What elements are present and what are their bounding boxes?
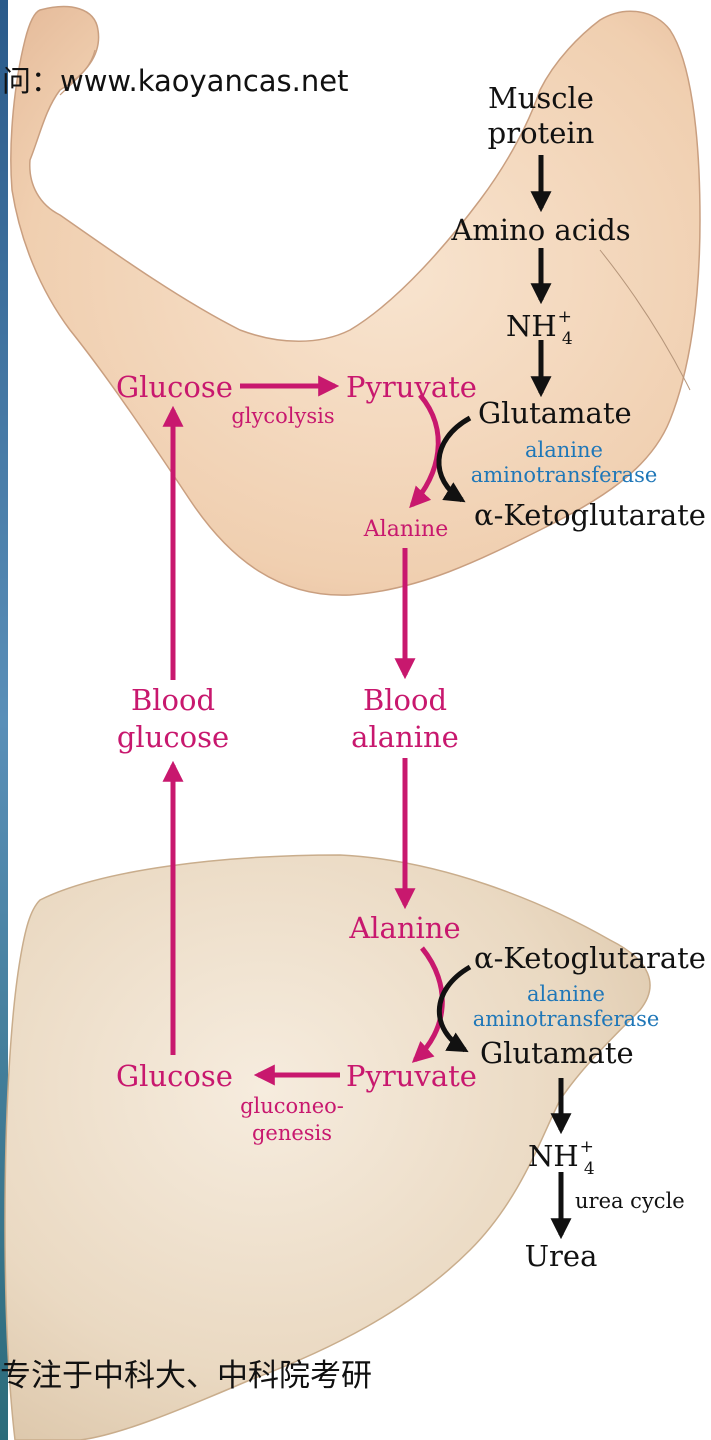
glycolysis-label: glycolysis [231,404,334,428]
glucose-liver-label: Glucose [116,1059,233,1093]
enzyme-muscle-line1: alanine [525,438,603,462]
muscle-protein-label-line2: protein [488,116,595,150]
pyruvate-liver-label: Pyruvate [346,1059,477,1093]
gluconeogenesis-label-line1: gluconeo- [240,1094,344,1118]
ketoglutarate-muscle-label: α-Ketoglutarate [474,498,706,532]
ketoglutarate-liver-label: α-Ketoglutarate [474,941,706,975]
alanine-liver-label: Alanine [348,911,460,945]
blood-glucose-label-line1: Blood [131,683,215,717]
nh4-liver-sub: 4 [584,1159,595,1179]
gluconeogenesis-label-line2: genesis [252,1121,332,1145]
nh4-liver-base: NH [528,1139,579,1173]
muscle-protein-label-line1: Muscle [488,81,594,115]
enzyme-liver-line1: alanine [527,982,605,1006]
blood-glucose-label-line2: glucose [117,720,229,754]
nh4-liver-label: NH+4 [528,1137,595,1179]
glutamate-liver-label: Glutamate [480,1036,634,1070]
blood-alanine-label-line2: alanine [351,720,459,754]
watermark-top: 问：www.kaoyancas.net [2,58,348,100]
alanine-muscle-label: Alanine [363,517,448,542]
blood-alanine-label-line1: Blood [363,683,447,717]
enzyme-muscle-line2: aminotransferase [471,463,658,487]
nh4-muscle-sub: 4 [562,329,573,349]
nh4-liver-sup: + [580,1137,594,1157]
enzyme-liver-line2: aminotransferase [473,1007,660,1031]
watermark-bottom: 专注于中科大、中科院考研 [0,1350,372,1395]
glutamate-muscle-label: Glutamate [478,396,632,430]
pyruvate-muscle-label: Pyruvate [346,370,477,404]
glucose-muscle-label: Glucose [116,370,233,404]
amino-acids-label: Amino acids [450,213,630,247]
urea-label: Urea [525,1239,598,1273]
nh4-muscle-base: NH [506,309,557,343]
urea-cycle-label: urea cycle [575,1189,685,1213]
nh4-muscle-sup: + [558,307,572,327]
